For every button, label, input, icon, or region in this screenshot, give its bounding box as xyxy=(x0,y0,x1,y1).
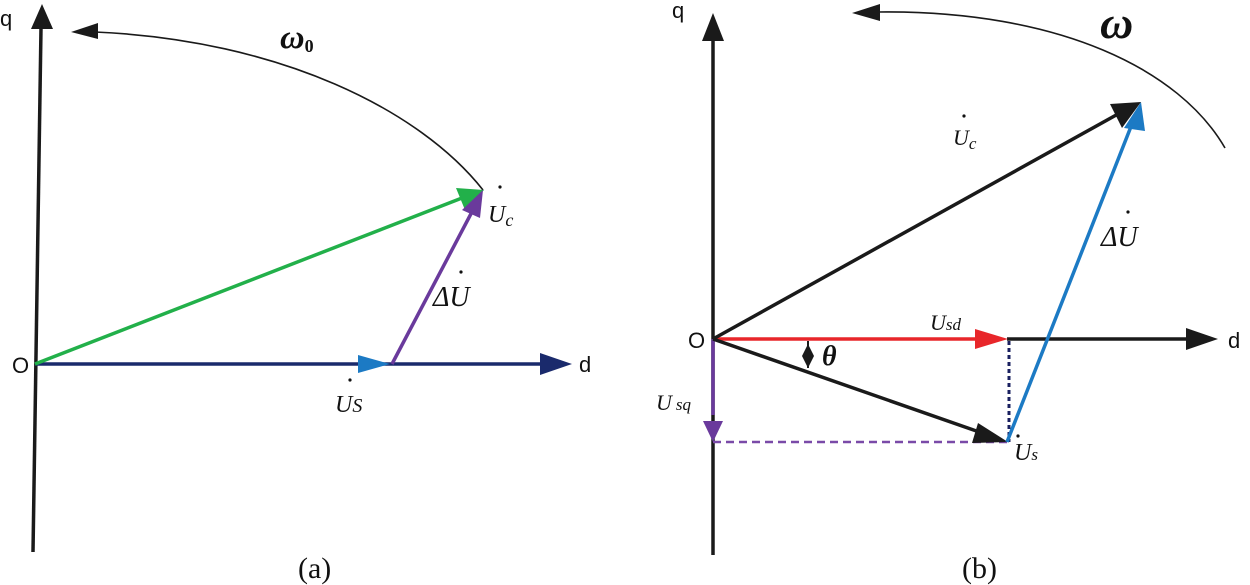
usd-label: Usd xyxy=(930,310,962,335)
uc-vector-b xyxy=(712,112,1119,341)
usd-arrowhead xyxy=(975,329,1008,349)
rotation-arrowhead-b xyxy=(852,4,880,21)
origin-label-a: O xyxy=(12,353,29,378)
caption-a: (a) xyxy=(298,552,331,585)
svg-text:Uc: Uc xyxy=(953,125,977,153)
rotation-arrowhead-a xyxy=(71,23,98,39)
theta-angle-marker xyxy=(802,341,814,368)
q-axis-a xyxy=(31,27,43,553)
us-label-b: Us xyxy=(1014,434,1038,466)
delta-u-vector-a xyxy=(390,207,476,365)
svg-text:Us: Us xyxy=(1014,440,1038,466)
svg-text:ΔU: ΔU xyxy=(1100,222,1139,253)
uc-vector-a xyxy=(34,196,463,366)
delta-u-vector-b xyxy=(1005,123,1134,443)
delta-u-label-a: ΔU xyxy=(432,270,471,313)
q-axis-label-b: q xyxy=(672,0,684,23)
svg-text:Usq: Usq xyxy=(656,390,692,415)
omega0-label: ω0 xyxy=(280,19,314,56)
svg-text:Usd: Usd xyxy=(930,310,962,335)
us-arrowhead-b xyxy=(972,423,1008,443)
origin-label-b: O xyxy=(688,328,705,353)
us-label-a: US xyxy=(335,378,362,418)
svg-text:Uc: Uc xyxy=(488,202,513,230)
caption-b: (b) xyxy=(962,552,997,585)
d-axis-label-a: d xyxy=(579,352,591,377)
omega-label-b: ω xyxy=(1100,0,1133,48)
q-axis-label-a: q xyxy=(0,6,12,31)
rotation-arc-a xyxy=(94,31,484,191)
usq-arrowhead xyxy=(703,421,723,442)
uc-arrowhead-a xyxy=(456,188,484,210)
uc-label-b: Uc xyxy=(953,114,977,153)
delta-u-label-b: ΔU xyxy=(1100,210,1139,253)
delta-u-arrowhead-b xyxy=(1124,102,1145,131)
panel-a: q d O ω0 Uc ΔU US (a) xyxy=(0,4,591,585)
panel-b: q d O ω θ xyxy=(656,0,1240,585)
uc-label-a: Uc xyxy=(488,185,513,230)
theta-label: θ xyxy=(822,341,837,372)
us-vector-b xyxy=(712,337,986,436)
d-axis-arrowhead-b xyxy=(1186,328,1218,350)
d-axis-label-b: d xyxy=(1228,328,1240,353)
d-axis-arrowhead-a xyxy=(540,353,572,375)
uc-arrowhead-b xyxy=(1110,102,1141,128)
svg-text:ΔU: ΔU xyxy=(432,282,471,313)
q-axis-arrowhead-a xyxy=(31,4,53,29)
svg-text:US: US xyxy=(335,392,362,418)
q-axis-arrowhead-b xyxy=(702,13,724,41)
delta-u-arrowhead-a xyxy=(462,190,483,218)
rotation-arc-b xyxy=(877,11,1226,149)
us-arrowhead-a xyxy=(358,355,390,373)
